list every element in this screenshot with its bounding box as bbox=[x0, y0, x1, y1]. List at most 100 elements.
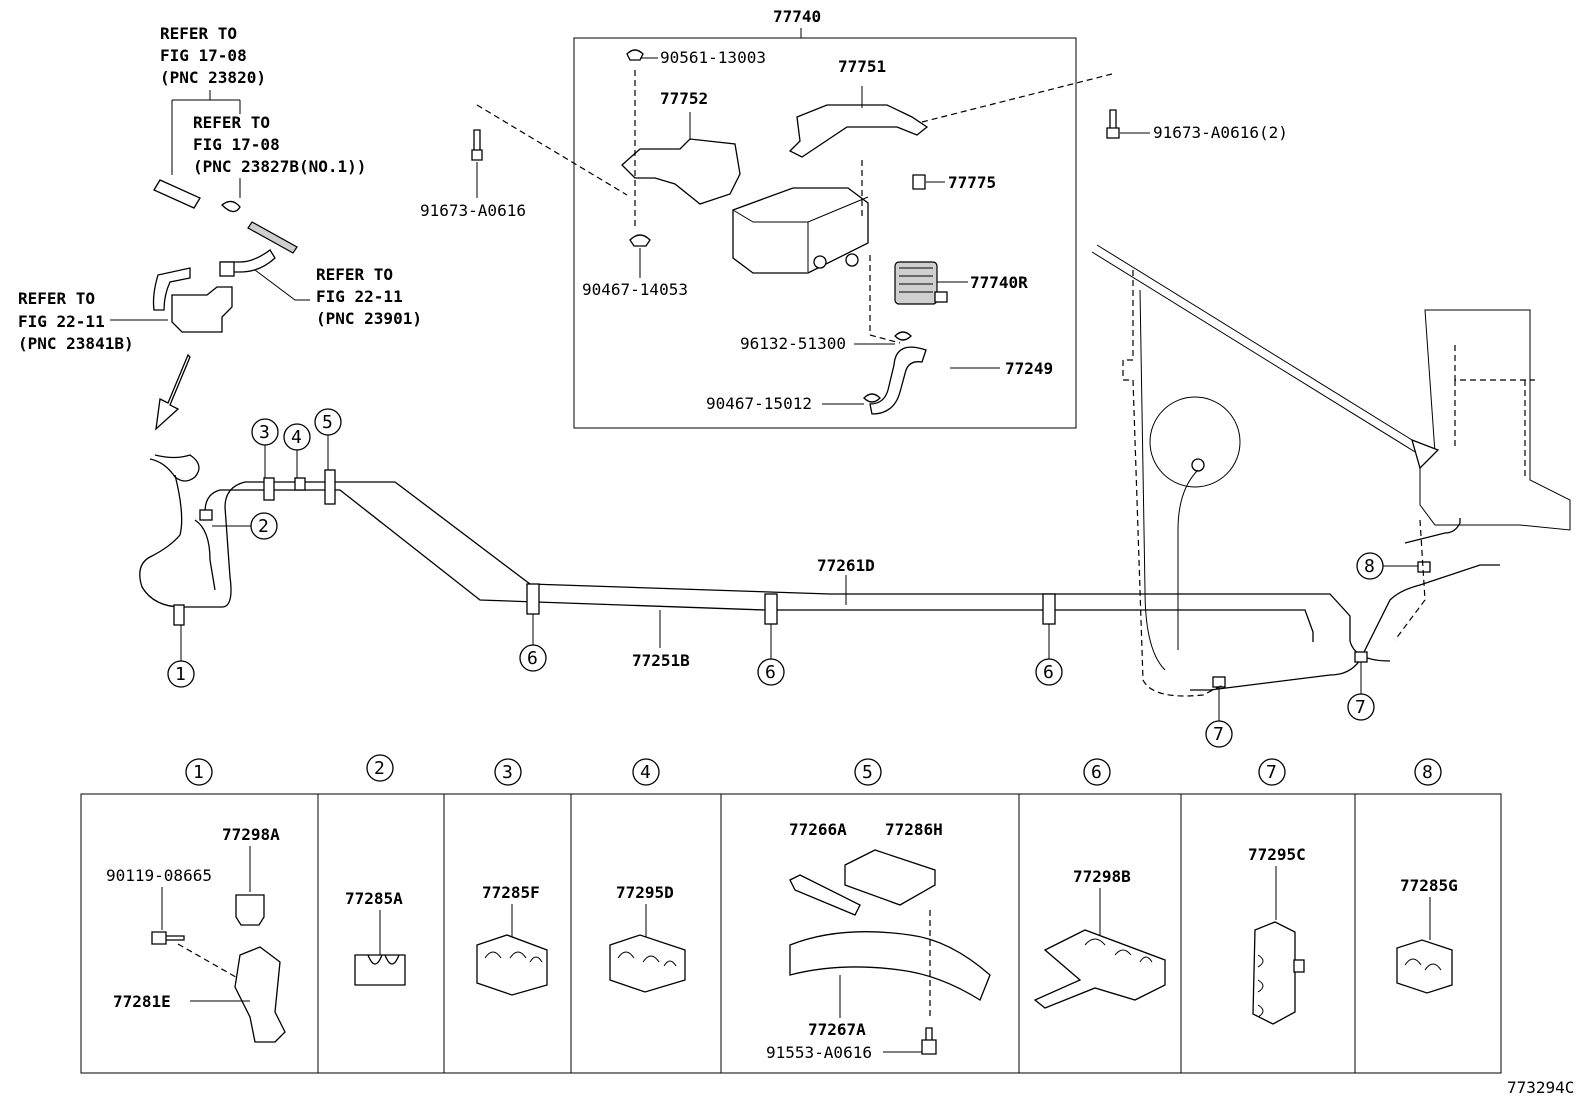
part-label[interactable]: 77295D bbox=[616, 883, 674, 902]
ref-note-line: (PNC 23820) bbox=[160, 68, 266, 87]
marker-5[interactable]: 5 bbox=[322, 412, 333, 433]
fuel-lines: 77261D 77251B bbox=[139, 454, 1500, 691]
marker-7[interactable]: 7 bbox=[1213, 724, 1224, 745]
part-label[interactable]: 90467-14053 bbox=[582, 280, 688, 299]
part-label[interactable]: 90119-08665 bbox=[106, 866, 212, 885]
marker-6[interactable]: 6 bbox=[765, 662, 776, 683]
clip-icon bbox=[629, 234, 651, 247]
bracket-lower-icon bbox=[621, 138, 741, 205]
part-label[interactable]: 77295C bbox=[1248, 845, 1306, 864]
canister-group: 77740 90561-13003 77751 77752 77775 9046… bbox=[573, 7, 1077, 429]
part-label[interactable]: 96132-51300 bbox=[740, 334, 846, 353]
marker-3[interactable]: 3 bbox=[259, 422, 270, 443]
part-label[interactable]: 77281E bbox=[113, 992, 171, 1011]
clamp-strip-icon bbox=[789, 874, 861, 916]
detail-marker-8[interactable]: 8 bbox=[1422, 762, 1433, 783]
line-clamp-icon bbox=[1396, 939, 1453, 994]
bracket-icon bbox=[234, 946, 286, 1043]
vsv-valve-icon bbox=[894, 261, 948, 305]
ref-note-line: REFER TO bbox=[316, 265, 393, 284]
direction-arrow-icon bbox=[155, 353, 191, 431]
hose-stub-icon bbox=[153, 179, 201, 209]
part-label[interactable]: 91553-A0616 bbox=[766, 1043, 872, 1062]
bracket-upper-icon bbox=[788, 104, 929, 158]
part-label[interactable]: 77740R bbox=[970, 273, 1028, 292]
part-label[interactable]: 90561-13003 bbox=[660, 48, 766, 67]
detail-marker-4[interactable]: 4 bbox=[640, 762, 651, 783]
ref-note-line: FIG 22-11 bbox=[18, 312, 105, 331]
marker-8[interactable]: 8 bbox=[1364, 556, 1375, 577]
protector-icon bbox=[789, 931, 991, 1001]
filler-hose-icon bbox=[152, 267, 191, 311]
bolt-icon bbox=[921, 1027, 937, 1055]
part-label[interactable]: 77267A bbox=[808, 1020, 866, 1039]
breather-tube-icon bbox=[247, 221, 298, 254]
hose-clamp-icon bbox=[894, 331, 912, 341]
fuel-tank-outline bbox=[1091, 244, 1571, 697]
ref-note-line: REFER TO bbox=[193, 113, 270, 132]
part-label[interactable]: 77298A bbox=[222, 825, 280, 844]
part-label[interactable]: 77249 bbox=[1005, 359, 1053, 378]
hose-icon bbox=[869, 346, 927, 415]
bolt-right: 91673-A0616(2) bbox=[921, 73, 1288, 142]
marker-4[interactable]: 4 bbox=[291, 427, 302, 448]
canister-icon bbox=[732, 187, 869, 274]
part-label[interactable]: 77752 bbox=[660, 89, 708, 108]
ref-note-line: REFER TO bbox=[18, 289, 95, 308]
ref-note-line: (PNC 23901) bbox=[316, 309, 422, 328]
detail-marker-5[interactable]: 5 bbox=[862, 762, 873, 783]
marker-2[interactable]: 2 bbox=[258, 516, 269, 537]
line-clamp-icon bbox=[476, 934, 548, 996]
part-label[interactable]: 77285G bbox=[1400, 876, 1458, 895]
ref-note-line: REFER TO bbox=[160, 24, 237, 43]
hose-clamp-icon bbox=[221, 200, 241, 213]
bolt-icon bbox=[151, 931, 185, 945]
line-label-upper[interactable]: 77261D bbox=[817, 556, 875, 575]
line-clamp-icon bbox=[844, 849, 936, 906]
detail-marker-6[interactable]: 6 bbox=[1091, 762, 1102, 783]
line-clamp-icon bbox=[1033, 929, 1166, 1009]
direction-arrow-icon bbox=[1411, 438, 1440, 470]
hose-clamp-icon bbox=[863, 393, 881, 403]
part-label[interactable]: 77775 bbox=[948, 173, 996, 192]
bolt-icon bbox=[471, 129, 483, 161]
line-clamp-icon bbox=[354, 954, 406, 986]
part-label[interactable]: 91673-A0616 bbox=[420, 201, 526, 220]
part-label[interactable]: 77751 bbox=[838, 57, 886, 76]
line-clamp-icon bbox=[1252, 921, 1296, 1025]
detail-marker-3[interactable]: 3 bbox=[502, 762, 513, 783]
marker-7[interactable]: 7 bbox=[1355, 697, 1366, 718]
clip-icon bbox=[626, 49, 644, 61]
ref-note-line: FIG 22-11 bbox=[316, 287, 403, 306]
part-label[interactable]: 91673-A0616(2) bbox=[1153, 123, 1288, 142]
canister-group-box bbox=[573, 37, 1077, 429]
ref-note-line: FIG 17-08 bbox=[160, 46, 247, 65]
part-label[interactable]: 77286H bbox=[885, 820, 943, 839]
detail-marker-2[interactable]: 2 bbox=[374, 758, 385, 779]
pump-flange-icon bbox=[1149, 396, 1241, 488]
ref-note-line: (PNC 23827B(NO.1)) bbox=[193, 157, 366, 176]
line-label-lower[interactable]: 77251B bbox=[632, 651, 690, 670]
canister-group-label[interactable]: 77740 bbox=[773, 7, 821, 26]
part-label[interactable]: 90467-15012 bbox=[706, 394, 812, 413]
filler-bracket-icon bbox=[171, 286, 233, 333]
marker-1[interactable]: 1 bbox=[175, 664, 186, 685]
fitting-icon bbox=[221, 249, 276, 273]
clamp-markers: 1 2 3 4 5 6 6 6 7 7 8 bbox=[167, 408, 1418, 748]
part-label[interactable]: 77285A bbox=[345, 889, 403, 908]
part-label[interactable]: 77266A bbox=[789, 820, 847, 839]
marker-6[interactable]: 6 bbox=[527, 648, 538, 669]
detail-panel: 1 2 3 4 5 6 7 8 77298A 90119-08665 77281… bbox=[80, 754, 1502, 1074]
line-clamp-icon bbox=[609, 934, 686, 993]
figure-code: 773294C bbox=[1507, 1078, 1574, 1097]
detail-marker-1[interactable]: 1 bbox=[193, 762, 204, 783]
part-label[interactable]: 77285F bbox=[482, 883, 540, 902]
marker-6[interactable]: 6 bbox=[1043, 662, 1054, 683]
reference-notes: REFER TO FIG 17-08 (PNC 23820) REFER TO … bbox=[18, 24, 422, 431]
detail-marker-7[interactable]: 7 bbox=[1266, 762, 1277, 783]
bolt-icon bbox=[1106, 109, 1120, 139]
part-label[interactable]: 77298B bbox=[1073, 867, 1131, 886]
grommet-icon bbox=[912, 174, 926, 190]
clip-icon bbox=[235, 894, 265, 926]
